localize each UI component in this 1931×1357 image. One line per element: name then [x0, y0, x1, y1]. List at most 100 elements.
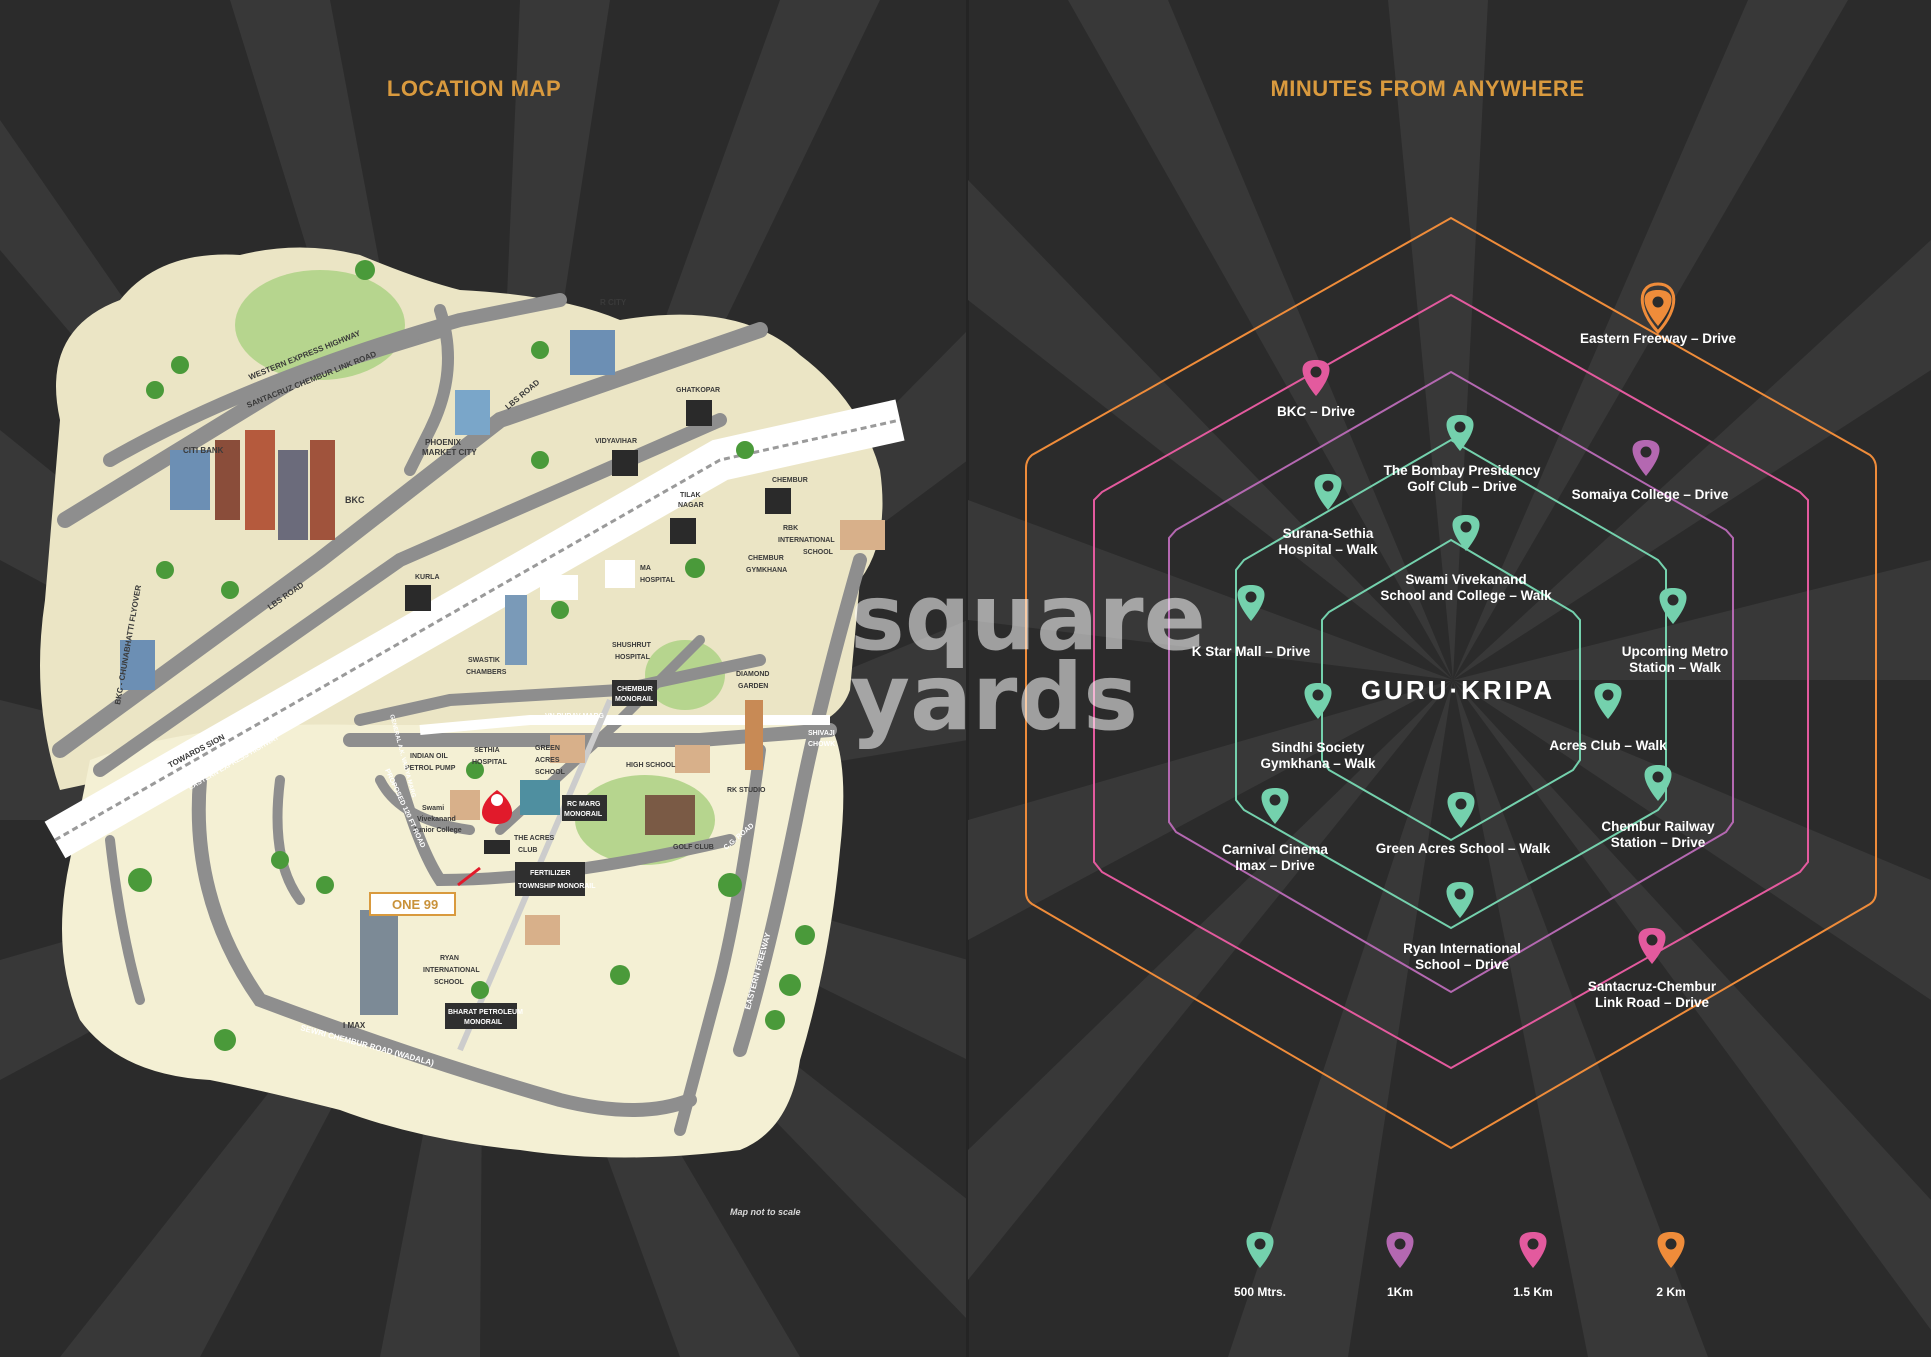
- pin-surana: [1314, 474, 1342, 510]
- legend-label-2km: 2 Km: [1656, 1285, 1685, 1299]
- label-rbk3: SCHOOL: [803, 549, 834, 556]
- label-scl-1: Santacruz-Chembur: [1588, 979, 1717, 994]
- pin-carnival: [1261, 788, 1289, 824]
- pin-swami: [1452, 515, 1480, 551]
- proximity-panel: GURU·KRIPA Eastern Freeway – Drive BKC –…: [968, 0, 1931, 1357]
- squareyards-watermark: square yards: [770, 564, 1206, 751]
- label-rcmarg2: MONORAIL: [564, 811, 603, 818]
- label-swastik2: CHAMBERS: [466, 669, 507, 676]
- legend-1-5km: [1519, 1232, 1547, 1268]
- label-bombay-golf-1: The Bombay Presidency: [1384, 463, 1541, 478]
- label-ga3: SCHOOL: [535, 769, 566, 776]
- label-sethia2: HOSPITAL: [472, 759, 508, 766]
- label-chembur-rail-1: Chembur Railway: [1601, 819, 1715, 834]
- label-fert2: TOWNSHIP MONORAIL: [518, 883, 596, 890]
- pin-kstar: [1237, 585, 1265, 621]
- label-phoenix1: PHOENIX: [425, 438, 462, 447]
- legend-500m: [1246, 1232, 1274, 1268]
- ring-1-5km: [1093, 293, 1809, 1070]
- label-rbk1: RBK: [783, 525, 798, 532]
- pin-scl: [1638, 928, 1666, 964]
- distance-legend: 500 Mtrs. 1Km 1.5 Km 2 Km: [1234, 1232, 1686, 1299]
- map-trees: [128, 260, 815, 1051]
- map-scale-note: Map not to scale: [730, 1207, 801, 1217]
- label-shivaji2: CHOWK: [808, 741, 835, 748]
- label-shushrut2: HOSPITAL: [615, 654, 651, 661]
- label-diamond1: DIAMOND: [736, 671, 769, 678]
- legend-label-500m: 500 Mtrs.: [1234, 1285, 1286, 1299]
- label-ryan-1: Ryan International: [1403, 941, 1521, 956]
- label-kstar: K Star Mall – Drive: [1192, 644, 1311, 659]
- label-ryan1: RYAN: [440, 955, 459, 962]
- proximity-diagram: GURU·KRIPA Eastern Freeway – Drive BKC –…: [968, 0, 1931, 1357]
- place-labels: Eastern Freeway – Drive BKC – Drive The …: [1192, 331, 1737, 1010]
- label-svjc2: Vivekanand: [417, 816, 456, 823]
- ring-2km: [1025, 216, 1877, 1150]
- pin-chembur-rail: [1644, 765, 1672, 801]
- label-sindhi-1: Sindhi Society: [1271, 740, 1365, 755]
- label-acres: Acres Club – Walk: [1549, 738, 1667, 753]
- palm-ray-pattern-right: [968, 0, 1931, 1357]
- label-sindhi-2: Gymkhana – Walk: [1260, 756, 1376, 771]
- label-tilak2: NAGAR: [678, 502, 704, 509]
- label-diamond2: GARDEN: [738, 683, 768, 690]
- label-carnival-1: Carnival Cinema: [1222, 842, 1328, 857]
- label-acres1: THE ACRES: [514, 835, 555, 842]
- label-ioc2: PETROL PUMP: [405, 765, 456, 772]
- label-imax: I MAX: [343, 1021, 366, 1030]
- label-shushrut1: SHUSHRUT: [612, 642, 652, 649]
- label-ryan2: INTERNATIONAL: [423, 967, 480, 974]
- location-map-panel: WESTERN EXPRESS HIGHWAY SANTACRUZ CHEMBU…: [0, 0, 968, 1357]
- ring-1km: [1168, 370, 1734, 994]
- project-brand-logo: GURU·KRIPA: [1361, 675, 1555, 705]
- minutes-heading: MINUTES FROM ANYWHERE: [1270, 76, 1585, 101]
- label-tilak1: TILAK: [680, 492, 701, 499]
- label-bpcl2: MONORAIL: [464, 1019, 503, 1026]
- label-citibank: CITI BANK: [183, 446, 224, 455]
- label-chembur: CHEMBUR: [772, 477, 808, 484]
- label-somaiya: Somaiya College – Drive: [1572, 487, 1729, 502]
- ring-500m-outer: [1235, 438, 1667, 930]
- label-ryan-2: School – Drive: [1415, 957, 1509, 972]
- label-surana-2: Hospital – Walk: [1278, 542, 1378, 557]
- label-kurla: KURLA: [415, 574, 440, 581]
- label-ga2: ACRES: [535, 757, 560, 764]
- label-metro-2: Station – Walk: [1629, 660, 1721, 675]
- label-swami-1: Swami Vivekanand: [1405, 572, 1526, 587]
- label-sethia1: SETHIA: [474, 747, 500, 754]
- pin-metro: [1659, 588, 1687, 624]
- watermark-line-2: yards: [850, 644, 1139, 751]
- panel-divider: [966, 0, 969, 1357]
- label-vnpurav: VN PURAV MARG: [545, 713, 605, 720]
- label-ma1: MA: [640, 565, 651, 572]
- watermark-line-1: square: [850, 564, 1206, 671]
- label-chembur-mono1: CHEMBUR: [617, 686, 653, 693]
- label-rcity: R CITY: [600, 298, 627, 307]
- pin-bombay-golf: [1446, 415, 1474, 451]
- label-highschool: HIGH SCHOOL: [626, 762, 676, 769]
- label-acres2: CLUB: [518, 847, 537, 854]
- label-metro-1: Upcoming Metro: [1622, 644, 1729, 659]
- label-gym2: GYMKHANA: [746, 567, 787, 574]
- label-phoenix2: MARKET CITY: [422, 448, 477, 457]
- legend-label-1-5km: 1.5 Km: [1513, 1285, 1552, 1299]
- label-carnival-2: Imax – Drive: [1235, 858, 1315, 873]
- label-gym1: CHEMBUR: [748, 555, 784, 562]
- label-scl-2: Link Road – Drive: [1595, 995, 1710, 1010]
- distance-rings: [1025, 216, 1877, 1150]
- label-ma2: HOSPITAL: [640, 577, 676, 584]
- legend-1km: [1386, 1232, 1414, 1268]
- label-surana-1: Surana-Sethia: [1283, 526, 1374, 541]
- label-fert1: FERTILIZER: [530, 870, 570, 877]
- pin-sindhi: [1304, 683, 1332, 719]
- label-golf: GOLF CLUB: [673, 844, 714, 851]
- pin-bkc: [1302, 360, 1330, 396]
- label-svjc1: Swami: [422, 805, 444, 812]
- map-buildings: [120, 330, 885, 1015]
- label-green-acres: Green Acres School – Walk: [1376, 841, 1551, 856]
- label-ioc1: INDIAN OIL: [410, 753, 448, 760]
- label-bkc: BKC: [345, 495, 365, 505]
- pin-somaiya: [1632, 440, 1660, 476]
- label-swami-2: School and College – Walk: [1380, 588, 1552, 603]
- label-ga1: GREEN: [535, 745, 560, 752]
